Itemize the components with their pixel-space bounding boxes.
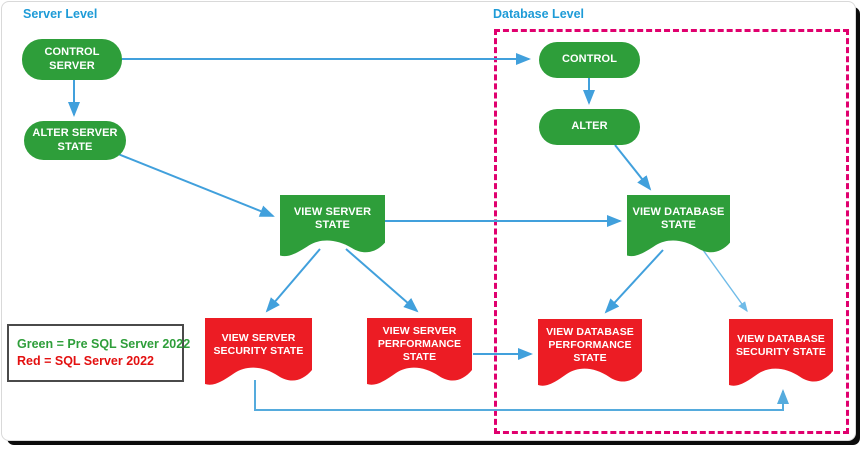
node-alter: ALTER	[539, 109, 640, 145]
node-view-server-state: VIEW SERVER STATE	[280, 195, 385, 261]
database-level-boundary	[494, 29, 849, 434]
node-label: VIEW SERVER SECURITY STATE	[213, 331, 304, 357]
node-label: VIEW DATABASE STATE	[632, 205, 725, 232]
node-label: VIEW DATABASE SECURITY STATE	[735, 332, 827, 358]
edge-alter-server-state-to-view-server-state	[117, 153, 275, 217]
node-view-database-state: VIEW DATABASE STATE	[627, 195, 730, 261]
node-control: CONTROL	[539, 42, 640, 78]
node-label: ALTER SERVER STATE	[32, 126, 118, 153]
node-control-server: CONTROL SERVER	[22, 39, 122, 80]
node-view-database-performance-state: VIEW DATABASE PERFORMANCE STATE	[538, 319, 642, 391]
diagram-canvas: Server Level Database Level CONTROL	[1, 1, 856, 441]
tape-shape	[627, 195, 730, 257]
node-label: CONTROL	[561, 53, 618, 66]
server-level-label: Server Level	[23, 7, 98, 21]
tape-shape	[367, 318, 472, 385]
node-label: VIEW SERVER PERFORMANCE STATE	[377, 324, 462, 364]
node-label: ALTER	[571, 120, 608, 133]
node-view-database-security-state: VIEW DATABASE SECURITY STATE	[729, 319, 833, 391]
legend-green-entry: Green = Pre SQL Server 2022	[17, 336, 191, 351]
node-label: VIEW DATABASE PERFORMANCE STATE	[546, 325, 634, 365]
legend-red-entry: Red = SQL Server 2022	[17, 354, 155, 368]
tape-shape	[205, 318, 312, 385]
node-alter-server-state: ALTER SERVER STATE	[24, 121, 126, 160]
tape-shape	[538, 319, 642, 386]
node-view-server-security-state: VIEW SERVER SECURITY STATE	[205, 318, 312, 390]
legend: Green = Pre SQL Server 2022 Red = SQL Se…	[7, 324, 191, 382]
node-label: VIEW SERVER STATE	[293, 205, 372, 232]
node-label: CONTROL SERVER	[44, 45, 100, 72]
tape-shape	[729, 319, 833, 386]
tape-shape	[280, 195, 385, 257]
node-view-server-performance-state: VIEW SERVER PERFORMANCE STATE	[367, 318, 472, 390]
database-level-label: Database Level	[493, 7, 585, 21]
